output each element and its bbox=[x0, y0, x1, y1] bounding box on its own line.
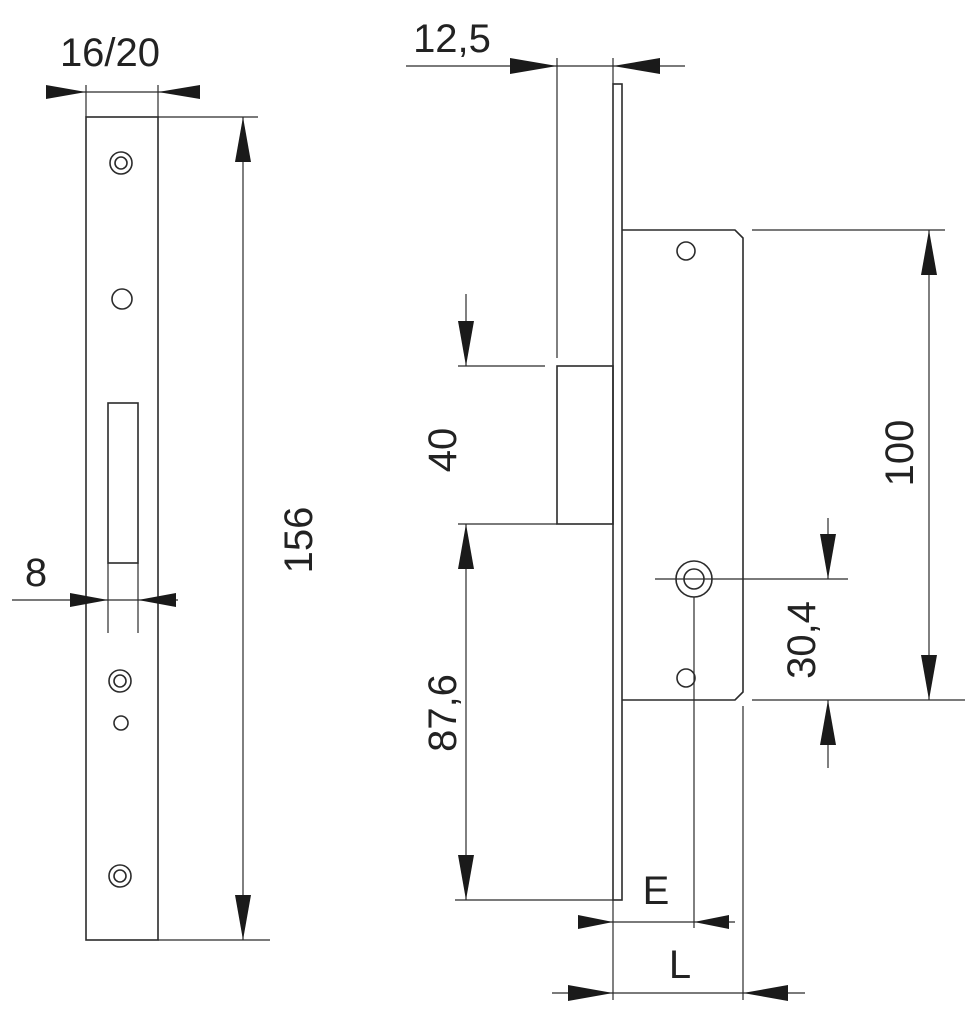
dimension-spindle-offset: 30,4 bbox=[655, 518, 848, 768]
screw-hole-bottom-inner bbox=[113, 869, 127, 883]
label-case-height: 100 bbox=[878, 420, 922, 487]
label-faceplate-width: 16/20 bbox=[60, 31, 160, 75]
round-hole-upper bbox=[111, 288, 133, 310]
dimension-latch-to-bottom: 87,6 bbox=[421, 524, 613, 901]
dimension-case-height: 100 bbox=[752, 229, 965, 701]
faceplate-front-view bbox=[85, 116, 159, 941]
case-hole-bottom bbox=[676, 668, 696, 688]
screw-hole-top-inner bbox=[114, 156, 128, 170]
dimension-case-depth-l: L bbox=[552, 706, 805, 1001]
case-hole-top bbox=[676, 241, 696, 261]
dimension-faceplate-width: 16/20 bbox=[46, 31, 200, 117]
label-backset-e: E bbox=[643, 869, 670, 913]
label-latch-to-bottom: 87,6 bbox=[421, 674, 465, 752]
latch-bolt bbox=[556, 365, 614, 525]
label-faceplate-thickness: 12,5 bbox=[413, 17, 491, 61]
label-case-depth-l: L bbox=[669, 943, 691, 987]
dimension-backset-e: E bbox=[578, 597, 735, 1000]
latch-slot bbox=[107, 402, 139, 564]
label-faceplate-length: 156 bbox=[277, 507, 321, 574]
label-spindle-offset: 30,4 bbox=[780, 601, 824, 679]
label-cylinder-slot-width: 8 bbox=[25, 551, 47, 595]
faceplate-outline bbox=[85, 116, 159, 941]
dimension-faceplate-length: 156 bbox=[158, 116, 321, 941]
dimension-faceplate-thickness: 12,5 bbox=[406, 17, 685, 358]
small-hole bbox=[113, 715, 129, 731]
lock-side-view bbox=[556, 83, 744, 901]
faceplate-side bbox=[612, 83, 623, 901]
lock-case bbox=[622, 229, 744, 701]
screw-hole-middle-inner bbox=[113, 674, 127, 688]
dimension-cylinder-slot-width: 8 bbox=[12, 551, 178, 607]
dimension-latch-height: 40 bbox=[421, 294, 557, 525]
label-latch-height: 40 bbox=[421, 428, 465, 473]
